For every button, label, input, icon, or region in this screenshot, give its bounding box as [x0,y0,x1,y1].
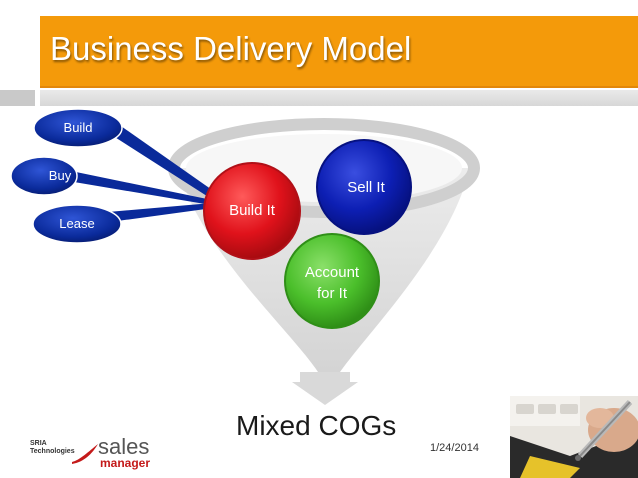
accent-rule-right [40,90,638,106]
oval-lease [32,204,122,244]
slide-title: Business Delivery Model [50,30,412,67]
title-bar: Business Delivery Model [40,16,638,88]
slide-date: 1/24/2014 [430,442,479,454]
circle-sell-it [316,139,412,235]
hand-pen-photo [510,396,638,478]
oval-buy [10,156,78,196]
output-label: Mixed COGs [236,410,397,441]
circle-account-label-line2: for It [316,285,347,302]
circle-account-for-it [284,233,380,329]
funnel-arrow [292,372,358,405]
circle-build-it-label: Build It [229,202,275,219]
logo-company-line1: SRIA [30,440,47,447]
oval-build [33,108,123,148]
circle-sell-it-label: Sell It [347,179,385,196]
circle-account-label-line1: Account [304,264,360,281]
logo-company-line2: Technologies [30,448,75,455]
oval-build-label: Build [63,120,93,135]
connectors [74,124,215,222]
circle-build-it [203,162,301,260]
oval-lease-label: Lease [59,216,95,231]
logo-swoosh-icon [72,444,98,464]
company-logo: SRIA Technologies sales manager [30,434,165,476]
logo-sales: sales [98,434,150,459]
left-accent [0,0,35,86]
logo-company-name: SRIA Technologies [30,440,75,456]
logo-manager: manager [100,456,151,470]
accent-rule-left [0,90,35,106]
oval-buy-label: Buy [48,168,72,183]
